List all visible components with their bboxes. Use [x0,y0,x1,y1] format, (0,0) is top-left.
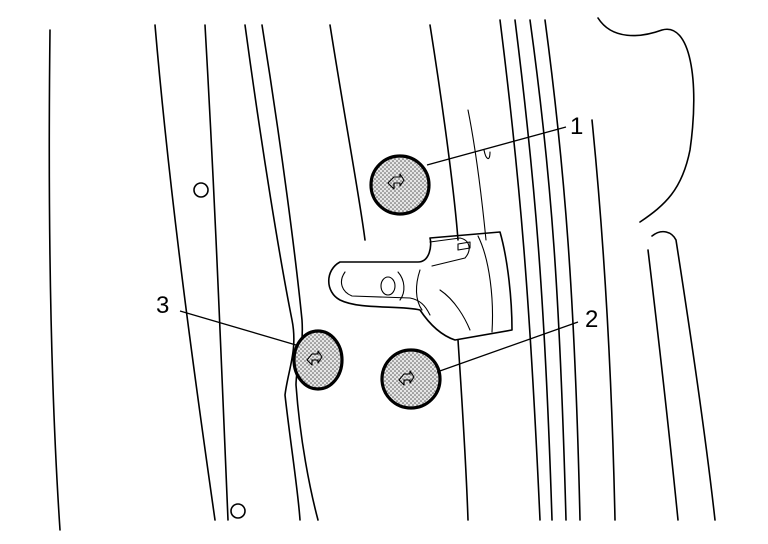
door-edge-lines [597,17,716,521]
torx-bolt-head-icon [306,350,323,366]
body-panel-lines [48,19,616,531]
callout-label-3: 3 [156,292,169,319]
torx-bolt-head-icon [398,370,415,386]
door-lock-striker [327,231,513,341]
bolt-3 [292,329,344,391]
leader-line-2 [436,321,579,373]
callout-label-1: 1 [570,113,583,140]
leader-line-1 [426,126,567,166]
callout-label-2: 2 [585,306,598,333]
body-hole-lower [230,503,246,519]
torx-bolt-head-icon [387,173,405,190]
bolt-2 [380,348,442,410]
leader-line-3 [179,310,297,346]
body-hole-upper [193,182,209,198]
bolt-1 [369,154,431,216]
